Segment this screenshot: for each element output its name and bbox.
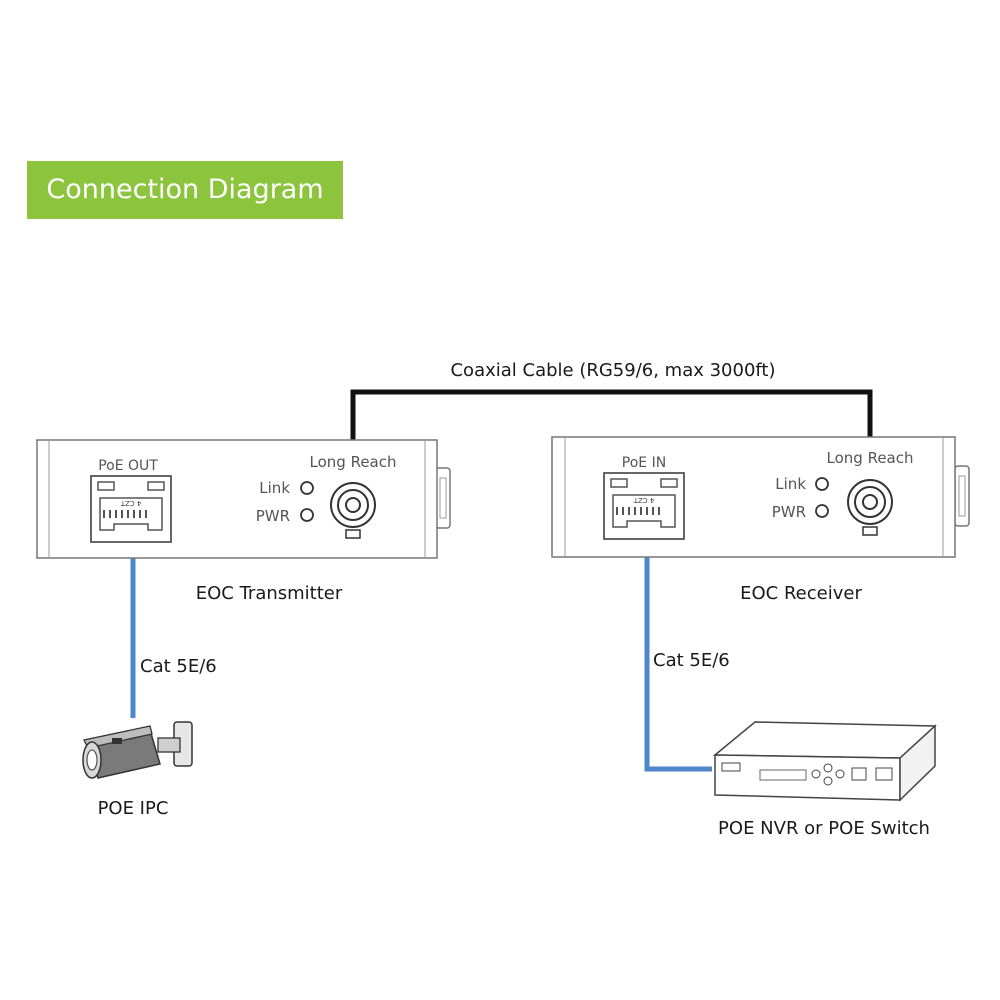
- long-reach-label: Long Reach: [310, 453, 397, 471]
- cat-cable-right: [644, 540, 712, 772]
- transmitter-caption: EOC Transmitter: [196, 583, 343, 604]
- coax-cable-label: Coaxial Cable (RG59/6, max 3000ft): [450, 360, 775, 381]
- long-reach-label: Long Reach: [827, 449, 914, 467]
- ip-camera-icon: [82, 721, 193, 779]
- jack-marking: 4 CZT: [120, 499, 141, 507]
- eoc-transmitter: PoE OUT 4 CZT Long Reach Link PWR: [36, 439, 451, 559]
- pwr-label: PWR: [256, 507, 290, 525]
- camera-caption: POE IPC: [98, 798, 169, 819]
- pwr-led-icon: [815, 504, 829, 518]
- nvr-device-icon: [712, 721, 937, 802]
- poe-in-label: PoE IN: [622, 455, 666, 471]
- link-label: Link: [259, 479, 290, 497]
- pwr-led-icon: [300, 508, 314, 522]
- nvr-caption: POE NVR or POE Switch: [718, 818, 930, 839]
- cat-cable-right-label: Cat 5E/6: [653, 650, 730, 671]
- poe-out-label: PoE OUT: [98, 458, 158, 474]
- link-label: Link: [775, 475, 806, 493]
- rj45-port-icon: 4 CZT: [603, 472, 685, 540]
- jack-marking: 4 CZT: [633, 496, 654, 504]
- cat-cable-left-label: Cat 5E/6: [140, 656, 217, 677]
- receiver-caption: EOC Receiver: [740, 583, 862, 604]
- pwr-label: PWR: [772, 503, 806, 521]
- bnc-connector-icon: [330, 482, 376, 539]
- link-led-icon: [815, 477, 829, 491]
- eoc-receiver: PoE IN 4 CZT Long Reach Link PWR: [551, 436, 970, 558]
- rj45-port-icon: 4 CZT: [90, 475, 172, 543]
- page-title: Connection Diagram: [27, 161, 343, 219]
- link-led-icon: [300, 481, 314, 495]
- bnc-connector-icon: [847, 479, 893, 536]
